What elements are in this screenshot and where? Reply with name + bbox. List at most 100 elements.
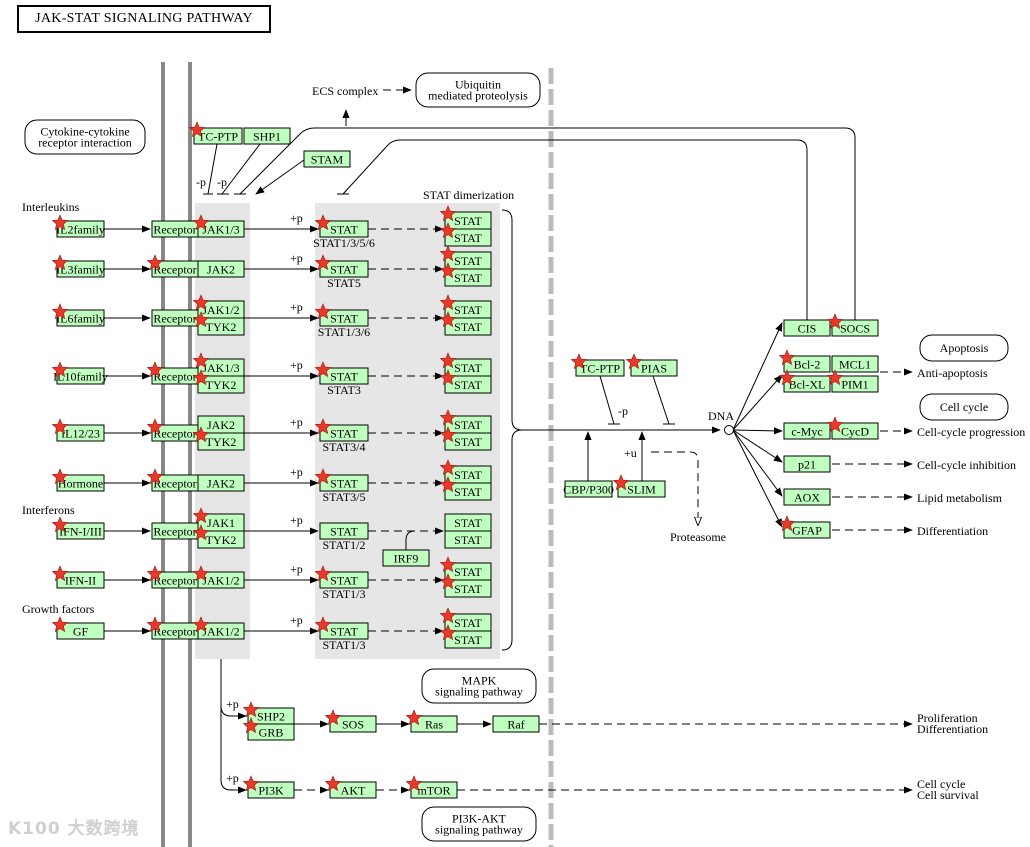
row-2-jak-a[interactable]: JAK1/2 (197, 300, 245, 319)
p21-node[interactable]: p21 (783, 455, 831, 473)
raf-node[interactable]: Raf (492, 715, 540, 733)
socs-node[interactable]: SOCS (831, 319, 879, 337)
row-0-jak[interactable]: JAK1/3 (197, 220, 245, 238)
row-3-dimer-a[interactable]: STAT (444, 358, 492, 377)
row-0-dimer-b[interactable]: STAT (444, 228, 492, 247)
row-6-ligand[interactable]: IFN-I/III (56, 522, 105, 540)
pi3k-node[interactable]: PI3K (247, 781, 295, 799)
row-5-ligand[interactable]: Hormone (56, 474, 105, 492)
ras-node-star-icon (405, 709, 423, 726)
pias-node[interactable]: PIAS (630, 359, 678, 377)
row-0-ligand[interactable]: IL2family (56, 220, 105, 238)
row-6-ligand-label: IFN-I/III (59, 525, 102, 539)
row-0-stat[interactable]: STAT (319, 220, 369, 238)
row-6-stat-label: STAT (330, 525, 358, 539)
link-apoptosis[interactable]: Apoptosis (919, 334, 1009, 362)
row-5-ligand-label: Hormone (58, 477, 103, 491)
row-2-dimer-b[interactable]: STAT (444, 317, 492, 336)
slim-node[interactable]: SLIM (617, 480, 666, 498)
grb-node[interactable]: GRB (247, 723, 295, 741)
ras-node[interactable]: Ras (410, 715, 458, 733)
row-6-jak-a[interactable]: JAK1 (197, 513, 245, 532)
aox-node[interactable]: AOX (783, 488, 831, 506)
row-3-jak-a[interactable]: JAK1/3 (197, 358, 245, 377)
row-6-receptor[interactable]: Receptor (151, 522, 199, 540)
shp2-node-star-icon (242, 701, 260, 718)
cbp-p300-node[interactable]: CBP/P300 (563, 480, 614, 498)
row-7-stat[interactable]: STAT (319, 571, 369, 589)
row-4-dimer-b[interactable]: STAT (444, 432, 492, 451)
tc-ptp-membrane-node[interactable]: TC-PTP (193, 127, 243, 145)
row-0-receptor[interactable]: Receptor (151, 220, 199, 238)
akt-node[interactable]: AKT (329, 781, 377, 799)
p21-node-label: p21 (798, 458, 816, 472)
row-8-dimer-b[interactable]: STAT (444, 630, 492, 649)
stam-node[interactable]: STAM (303, 150, 351, 168)
row-7-dimer-a[interactable]: STAT (444, 562, 492, 581)
cis-node[interactable]: CIS (783, 319, 831, 337)
row-5-stat[interactable]: STAT (319, 474, 369, 492)
irf9-node[interactable]: IRF9 (382, 549, 430, 567)
row-2-ligand[interactable]: IL6family (56, 309, 105, 327)
row-2-stat[interactable]: STAT (319, 309, 369, 327)
sos-node[interactable]: SOS (329, 715, 377, 733)
row-8-ligand[interactable]: GF (56, 622, 105, 640)
row-1-ligand[interactable]: IL3family (56, 260, 105, 278)
pim1-node[interactable]: PIM1 (831, 375, 879, 393)
row-7-receptor[interactable]: Receptor (151, 571, 199, 589)
row-0-dimer-a[interactable]: STAT (444, 211, 492, 230)
row-6-dimer-a[interactable]: STAT (444, 513, 492, 532)
row-3-dimer-b[interactable]: STAT (444, 375, 492, 394)
row-8-ligand-label: GF (73, 625, 89, 639)
dna-node[interactable] (724, 425, 734, 435)
row-6-stat-name: STAT1/2 (322, 538, 365, 552)
mtor-node[interactable]: mTOR (410, 781, 458, 799)
row-4-jak-a[interactable]: JAK2 (197, 415, 245, 434)
row-7-jak[interactable]: JAK1/2 (197, 571, 245, 589)
row-4-dimer-a[interactable]: STAT (444, 415, 492, 434)
row-1-dimer-b[interactable]: STAT (444, 268, 492, 287)
row-5-jak[interactable]: JAK2 (197, 474, 245, 492)
mcl1-node[interactable]: MCL1 (831, 355, 879, 373)
link-ubiquitin-proteolysis-label: mediated proteolysis (428, 89, 528, 103)
group-label-interleukins: Interleukins (22, 200, 80, 214)
row-4-stat[interactable]: STAT (319, 424, 369, 442)
row-4-ligand[interactable]: IL12/23 (56, 424, 105, 442)
bcl2-node[interactable]: Bcl-2 (783, 355, 831, 373)
row-1-stat[interactable]: STAT (319, 260, 369, 278)
row-5-dimer-b[interactable]: STAT (444, 482, 492, 501)
row-4-jak-b[interactable]: TYK2 (197, 432, 245, 451)
row-2-receptor[interactable]: Receptor (151, 309, 199, 327)
row-3-jak-b[interactable]: TYK2 (197, 375, 245, 394)
cycd-node[interactable]: CycD (831, 422, 879, 440)
row-0-dimer-b-star-icon (439, 222, 457, 239)
row-1-dimer-a[interactable]: STAT (444, 251, 492, 270)
shp1-node[interactable]: SHP1 (243, 127, 291, 145)
row-7-stat-name: STAT1/3 (322, 587, 365, 601)
row-6-jak-b[interactable]: TYK2 (197, 530, 245, 549)
row-8-jak[interactable]: JAK1/2 (197, 622, 245, 640)
link-cell-cycle[interactable]: Cell cycle (919, 393, 1009, 421)
c-myc-node[interactable]: c-Myc (783, 422, 831, 440)
row-8-stat[interactable]: STAT (319, 622, 369, 640)
row-6-dimer-b[interactable]: STAT (444, 530, 492, 549)
row-3-stat[interactable]: STAT (319, 367, 369, 385)
row-7-ligand[interactable]: IFN-II (56, 571, 105, 589)
tc-ptp-nuclear-node[interactable]: TC-PTP (575, 359, 625, 377)
row-2-jak-b[interactable]: TYK2 (197, 317, 245, 336)
row-7-dimer-b[interactable]: STAT (444, 579, 492, 598)
row-6-stat[interactable]: STAT (319, 522, 369, 540)
row-1-ligand-label: IL3family (56, 263, 105, 277)
pathway-title: JAK-STAT SIGNALING PATHWAY (17, 5, 271, 33)
row-0-stat-name: STAT1/3/5/6 (313, 236, 375, 250)
row-8-receptor[interactable]: Receptor (151, 622, 199, 640)
row-1-jak[interactable]: JAK2 (197, 260, 245, 278)
row-3-ligand[interactable]: IL10family (53, 367, 108, 385)
shp2-node[interactable]: SHP2 (247, 707, 295, 725)
gfap-node[interactable]: GFAP (783, 521, 831, 539)
bcl-xl-node[interactable]: Bcl-XL (783, 375, 831, 393)
